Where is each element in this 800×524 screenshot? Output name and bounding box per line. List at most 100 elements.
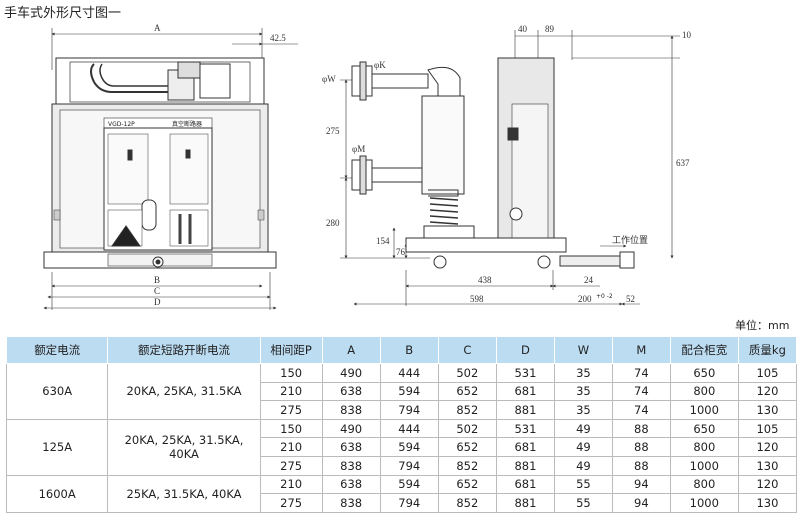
table-cell: 838 <box>321 400 381 420</box>
rated-current-cell: 1600A <box>5 474 109 513</box>
table-cell: 852 <box>437 400 497 420</box>
rated-current-cell: 630A <box>5 363 109 420</box>
table-cell: 444 <box>379 418 439 439</box>
col-header: A <box>321 336 381 364</box>
col-header: 质量kg <box>737 336 798 364</box>
dim-d-label: D <box>154 297 161 307</box>
table-cell: 490 <box>321 418 381 439</box>
col-header: W <box>553 336 613 364</box>
table-cell: 88 <box>611 437 671 457</box>
dim-phi-k-label: φK <box>374 60 386 70</box>
unit-label: 单位：mm <box>735 319 790 332</box>
breaking-current-cell: 20KA, 25KA, 31.5KA, 40KA <box>107 418 261 476</box>
table-cell: 881 <box>495 400 555 420</box>
table-cell: 150 <box>259 418 323 439</box>
dim-40-label: 40 <box>518 24 528 34</box>
table-cell: 275 <box>259 493 323 513</box>
front-view <box>43 28 298 310</box>
dim-24-label: 24 <box>584 275 594 285</box>
table-cell: 74 <box>611 381 671 402</box>
dim-a-label: A <box>154 23 161 33</box>
table-cell: 35 <box>553 381 613 402</box>
table-cell: 210 <box>259 437 323 457</box>
table-cell: 794 <box>379 400 439 420</box>
table-cell: 650 <box>669 363 739 383</box>
table-cell: 130 <box>737 400 798 420</box>
table-cell: 1000 <box>669 493 739 513</box>
table-cell: 210 <box>259 474 323 495</box>
table-cell: 794 <box>379 493 439 513</box>
table-cell: 800 <box>669 474 739 495</box>
dim-offset-label: 42.5 <box>270 33 286 43</box>
table-cell: 502 <box>437 363 497 383</box>
technical-drawing: A 42.5 B C D VGD-12P 真空断路器 <box>43 23 692 310</box>
table-cell: 120 <box>737 381 798 402</box>
table-cell: 130 <box>737 455 798 476</box>
table-cell: 652 <box>437 474 497 495</box>
dim-b-label: B <box>154 275 160 285</box>
table-cell: 74 <box>611 400 671 420</box>
dim-52-label: 52 <box>626 294 635 304</box>
breaking-current-cell: 20KA, 25KA, 31.5KA <box>107 363 261 420</box>
table-header-row: 额定电流 额定短路开断电流 相间距P A B C D W M 配合柜宽 质量kg <box>5 336 798 364</box>
table-cell: 150 <box>259 363 323 383</box>
table-cell: 49 <box>553 437 613 457</box>
table-cell: 881 <box>495 493 555 513</box>
dim-275-label: 275 <box>326 126 340 136</box>
table-cell: 681 <box>495 381 555 402</box>
table-cell: 638 <box>321 474 381 495</box>
table-cell: 800 <box>669 437 739 457</box>
table-cell: 800 <box>669 381 739 402</box>
table-cell: 794 <box>379 455 439 476</box>
table-cell: 35 <box>553 400 613 420</box>
work-position-label: 工作位置 <box>612 234 648 245</box>
table-cell: 55 <box>553 493 613 513</box>
dim-154-label: 154 <box>376 236 390 246</box>
col-header: 配合柜宽 <box>669 336 739 364</box>
table-cell: 594 <box>379 437 439 457</box>
dim-438-label: 438 <box>478 275 492 285</box>
table-cell: 88 <box>611 455 671 476</box>
dim-phi-m-label: φM <box>352 144 365 154</box>
breaking-current-cell: 25KA, 31.5KA, 40KA <box>107 474 261 513</box>
table-cell: 94 <box>611 474 671 495</box>
table-cell: 1000 <box>669 455 739 476</box>
table-cell: 838 <box>321 455 381 476</box>
dim-89-label: 89 <box>545 24 555 34</box>
table-cell: 444 <box>379 363 439 383</box>
dim-200-tolerance: +0 -2 <box>596 293 613 300</box>
table-cell: 881 <box>495 455 555 476</box>
table-cell: 35 <box>553 363 613 383</box>
table-cell: 531 <box>495 363 555 383</box>
table-cell: 49 <box>553 455 613 476</box>
table-cell: 681 <box>495 437 555 457</box>
table-cell: 502 <box>437 418 497 439</box>
table-cell: 120 <box>737 437 798 457</box>
table-cell: 638 <box>321 437 381 457</box>
rated-current-cell: 125A <box>5 418 109 476</box>
table-cell: 210 <box>259 381 323 402</box>
panel-text: 真空断路器 <box>172 120 202 128</box>
table-cell: 650 <box>669 418 739 439</box>
dim-phi-w-label: φW <box>322 74 336 84</box>
spec-table: 额定电流 额定短路开断电流 相间距P A B C D W M 配合柜宽 质量kg… <box>5 336 798 513</box>
table-cell: 94 <box>611 493 671 513</box>
table-cell: 55 <box>553 474 613 495</box>
table-cell: 638 <box>321 381 381 402</box>
dim-c-label: C <box>154 286 160 296</box>
col-header: D <box>495 336 555 364</box>
dim-637-label: 637 <box>676 158 690 168</box>
table-cell: 74 <box>611 363 671 383</box>
dim-280-label: 280 <box>326 218 340 228</box>
table-cell: 652 <box>437 437 497 457</box>
side-view <box>340 30 680 306</box>
table-cell: 275 <box>259 400 323 420</box>
table-cell: 594 <box>379 381 439 402</box>
